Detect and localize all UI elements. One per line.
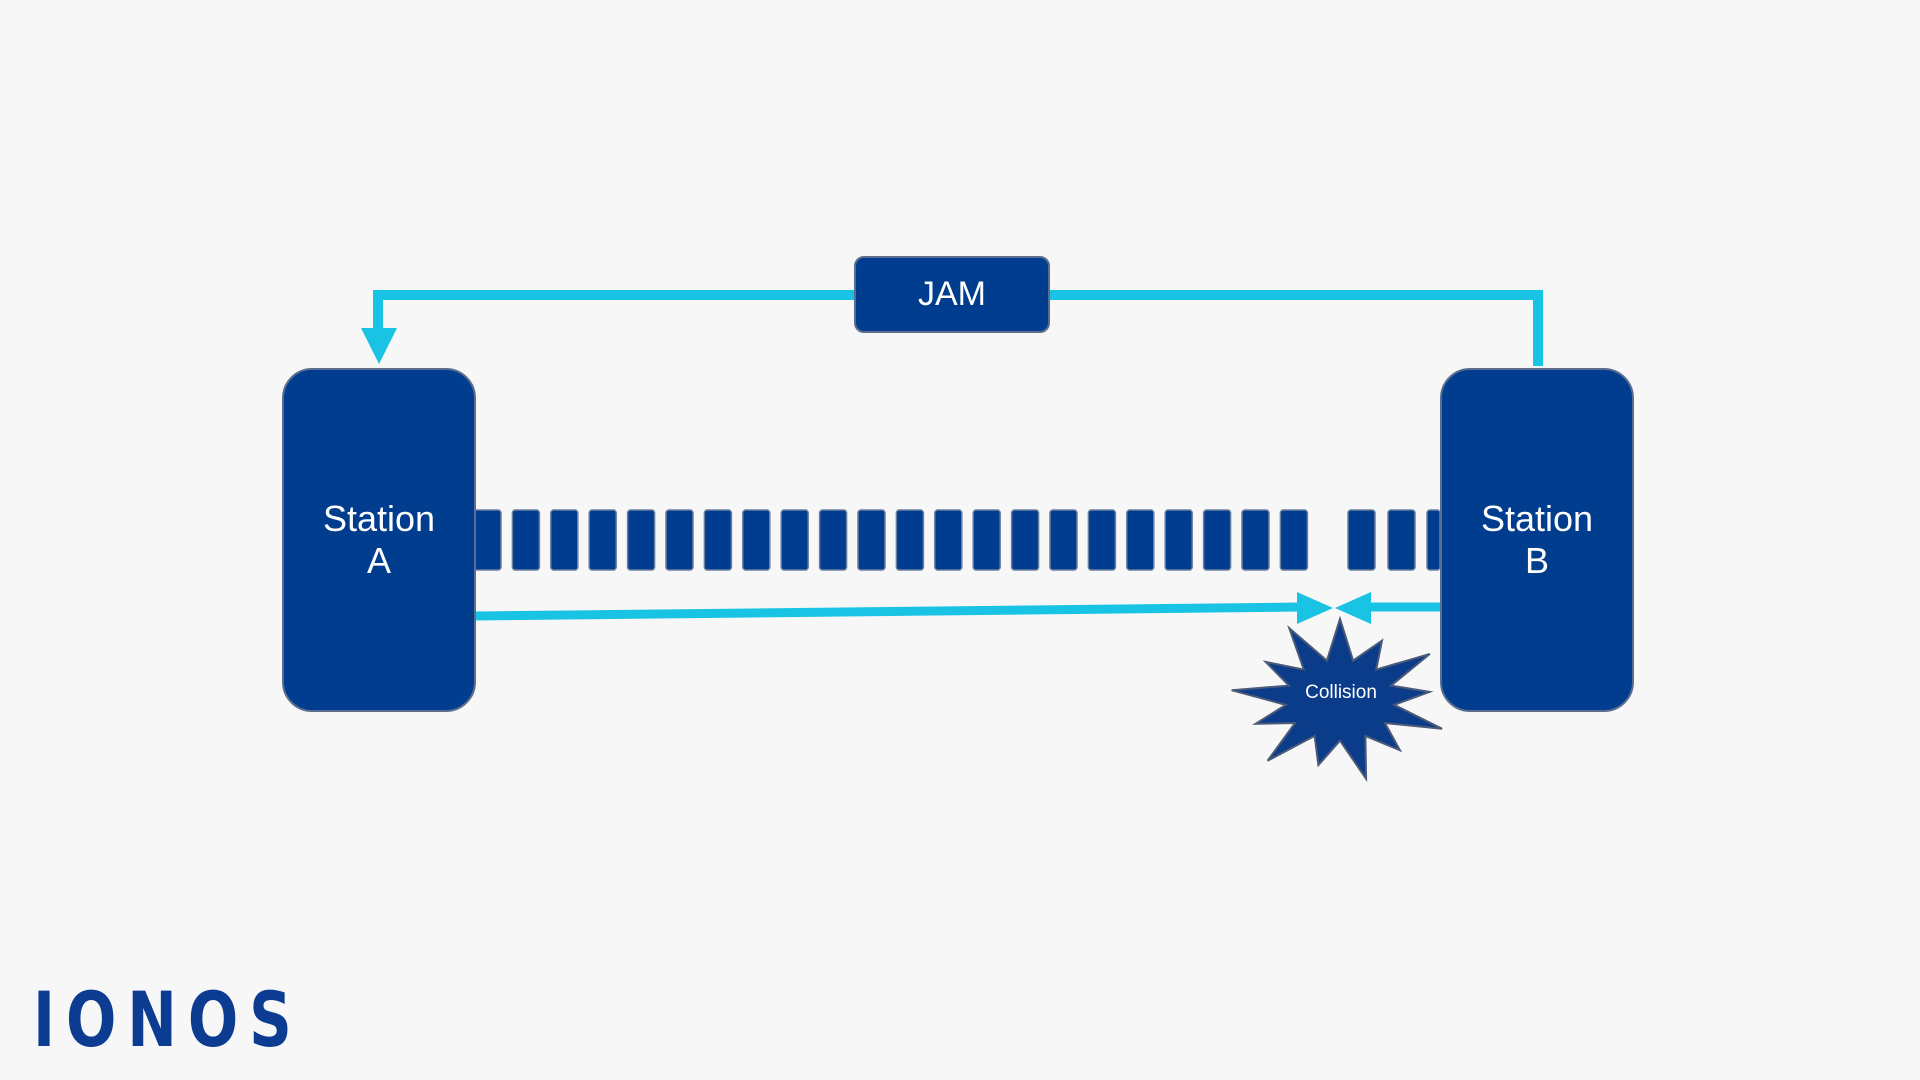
frame-block <box>588 509 617 571</box>
station-b-line1: Station <box>1480 498 1594 539</box>
station-a: Station A <box>282 368 476 712</box>
frame-block <box>626 509 656 571</box>
frame-block <box>818 509 848 571</box>
frame-block <box>1347 509 1376 571</box>
jam-label: JAM <box>918 275 986 313</box>
frame-block <box>857 509 886 571</box>
signal-arrow-head-a <box>1297 592 1333 624</box>
jam-arrow-head <box>361 328 397 364</box>
data-frames <box>473 509 1441 571</box>
frame-block <box>1049 509 1078 571</box>
frame-block <box>1279 509 1309 571</box>
jam-box: JAM <box>854 256 1050 333</box>
frame-block <box>934 509 963 571</box>
frame-block <box>1087 509 1117 571</box>
frame-block <box>473 509 502 571</box>
frame-block <box>1241 509 1270 571</box>
signal-arrow-head-b <box>1335 592 1371 624</box>
signal-line-a <box>475 602 1301 621</box>
frame-block <box>1010 509 1040 571</box>
station-a-line1: Station <box>322 498 436 539</box>
frame-block <box>972 509 1001 571</box>
frame-block <box>895 509 925 571</box>
frame-block <box>742 509 771 571</box>
ionos-logo: IONOS <box>33 975 303 1064</box>
frame-block <box>1387 509 1416 571</box>
collision-burst-icon <box>1231 615 1443 783</box>
frame-block <box>1164 509 1193 571</box>
station-b: Station B <box>1440 368 1634 712</box>
collision-label: Collision <box>1305 682 1377 703</box>
frame-block <box>665 509 694 571</box>
station-b-line2: B <box>1524 540 1549 581</box>
frame-block <box>1202 509 1232 571</box>
frame-block <box>550 509 579 571</box>
frame-block <box>1426 509 1441 571</box>
frame-block <box>780 509 809 571</box>
frame-block <box>703 509 733 571</box>
station-a-line2: A <box>366 540 391 581</box>
frame-block <box>1126 509 1155 571</box>
frame-block <box>511 509 541 571</box>
